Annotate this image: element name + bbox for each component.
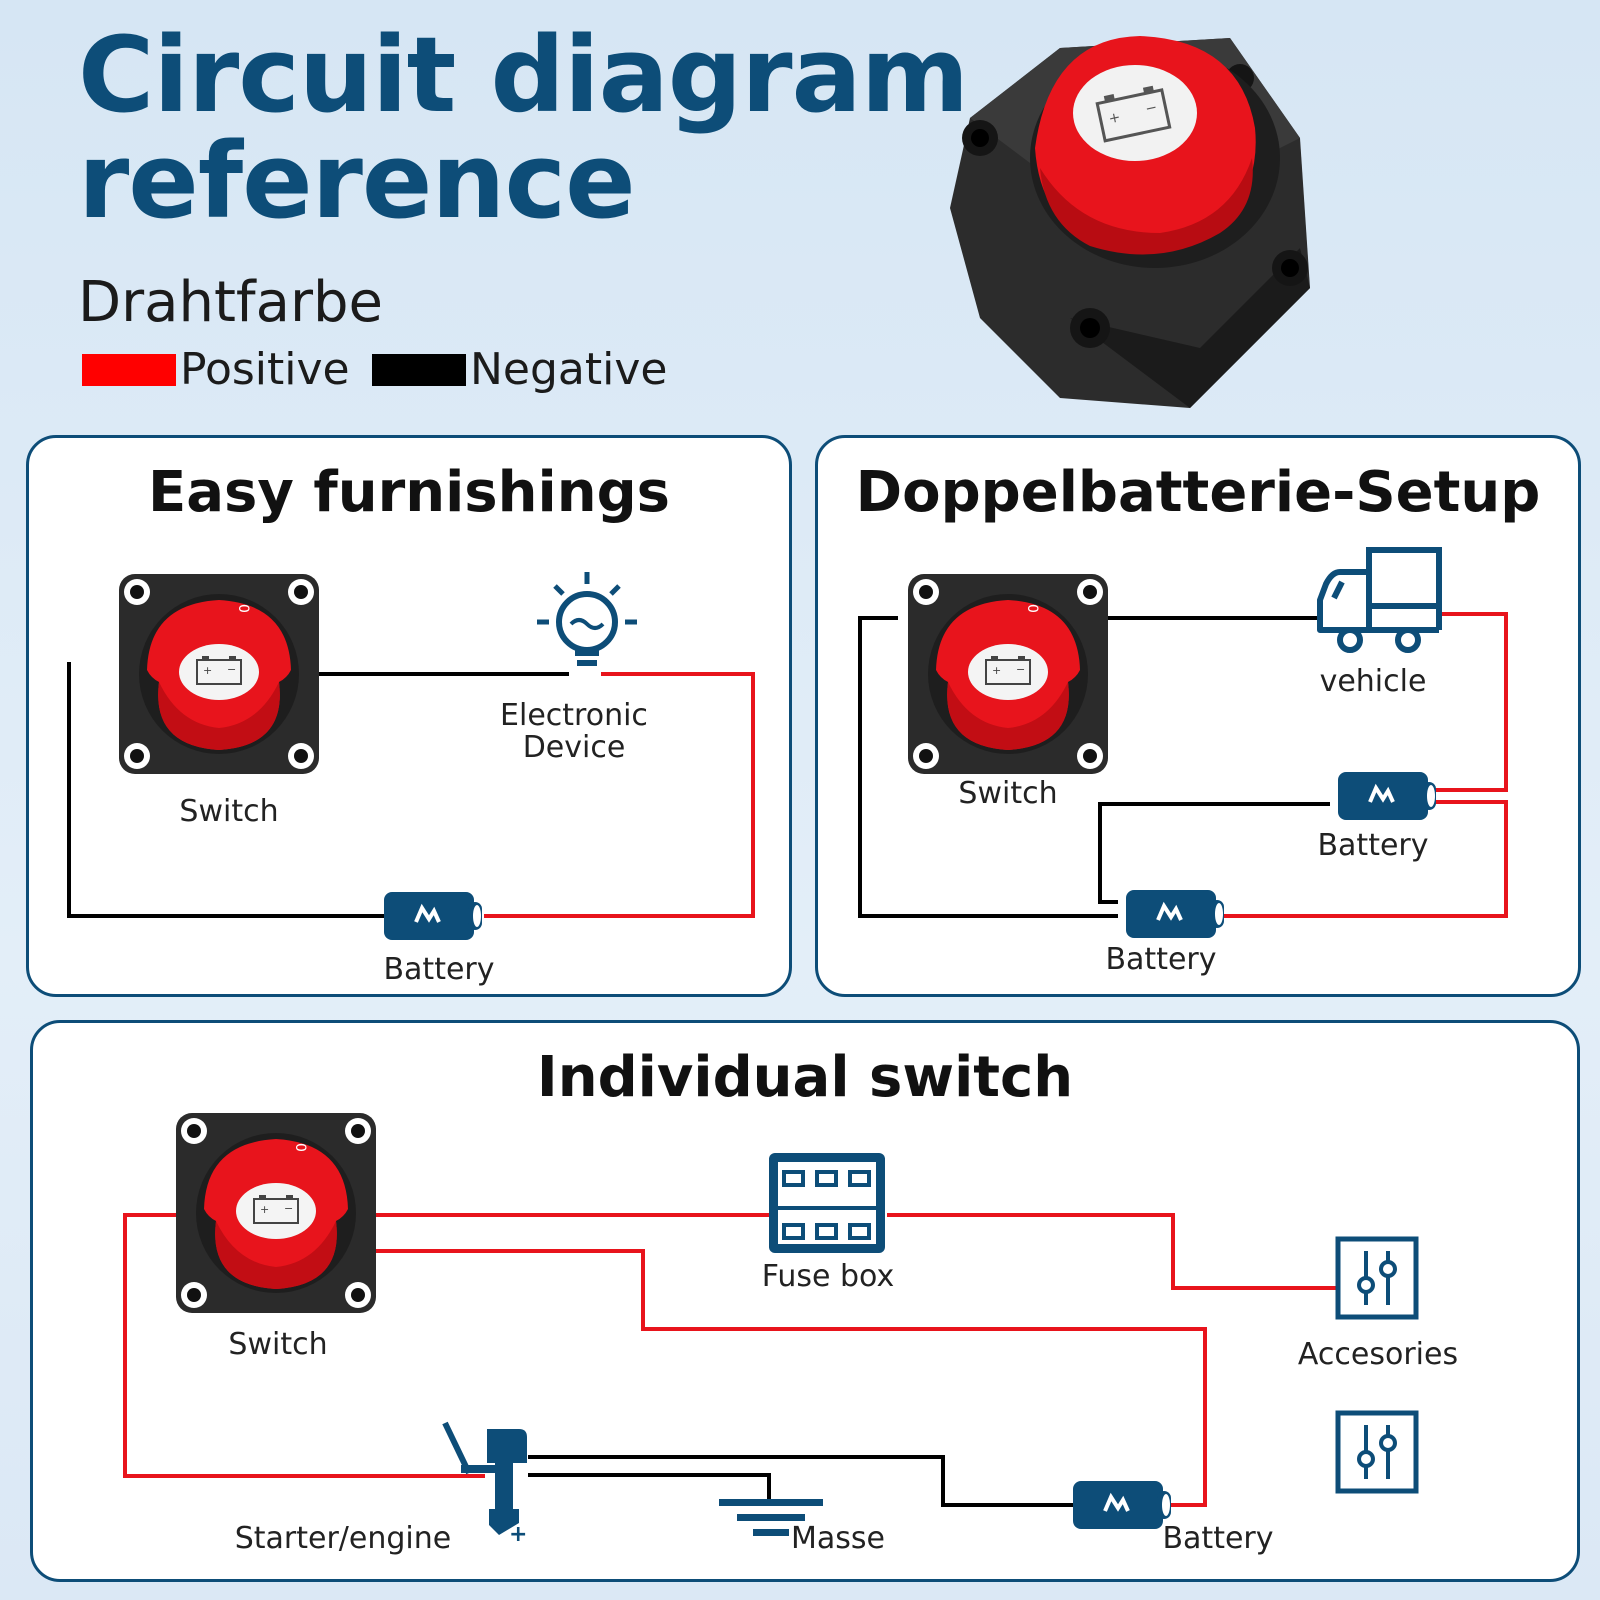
svg-text:−: − (1144, 99, 1159, 117)
battery-2-label: Battery (1105, 942, 1217, 977)
page-title: Circuit diagram reference (78, 22, 969, 234)
battery-icon (1071, 1479, 1173, 1531)
positive-wire (1423, 612, 1508, 792)
starter-engine-label: Starter/engine (234, 1521, 452, 1556)
svg-text:+: + (509, 1522, 527, 1547)
panel-title-individual: Individual switch (536, 1045, 1074, 1110)
positive-wire (123, 1213, 485, 1478)
negative-wire (528, 1473, 771, 1499)
battery-label: Battery (1162, 1521, 1274, 1556)
switch-label: Switch (958, 776, 1058, 811)
negative-wire (528, 1455, 1073, 1507)
device-label: Electronic Device (500, 698, 648, 765)
easy-circuit (67, 572, 755, 942)
battery-label: Battery (383, 952, 495, 987)
individual-circuit: + (123, 1112, 1580, 1547)
switch-label: Switch (179, 794, 279, 829)
battery-switch-product-image: + − (950, 36, 1310, 408)
outboard-motor-icon: + (442, 1421, 527, 1547)
accessories-label: Accesories (1297, 1337, 1459, 1372)
legend-positive-label: Positive (180, 344, 350, 395)
positive-wire (1218, 800, 1508, 918)
panel-title-easy: Easy furnishings (148, 460, 670, 525)
accessories-icon (1338, 1239, 1416, 1317)
negative-wire (1098, 802, 1330, 904)
battery-icon (1336, 770, 1438, 822)
positive-wire (373, 1249, 1207, 1507)
wire-color-heading: Drahtfarbe (78, 270, 383, 335)
panel-individual-switch: Individual switch + (30, 1020, 1580, 1582)
positive-wire (484, 672, 755, 918)
truck-icon (1317, 547, 1442, 653)
legend-negative-label: Negative (470, 344, 668, 395)
panel-dual-battery: Doppelbatterie-Setup Switch vehicle Batt… (815, 435, 1581, 997)
battery-switch-icon (175, 1112, 377, 1314)
positive-wire (887, 1213, 1338, 1290)
negative-swatch (372, 353, 466, 386)
legend-positive: Positive (82, 344, 350, 395)
panel-title-dual: Doppelbatterie-Setup (855, 460, 1541, 525)
panel-easy-furnishings: Easy furnishings Switch Electronic Devic… (26, 435, 792, 997)
battery-icon (382, 890, 484, 942)
title-line-1: Circuit diagram (78, 14, 969, 136)
dual-circuit (858, 547, 1508, 940)
negative-wire (67, 662, 384, 918)
battery-icon (1124, 888, 1226, 940)
accessories-icon (1338, 1413, 1416, 1491)
switch-label: Switch (228, 1327, 328, 1362)
fuse-box-icon (769, 1153, 885, 1253)
battery-1-label: Battery (1317, 828, 1429, 863)
legend-negative: Negative (372, 344, 667, 395)
negative-wire (858, 616, 1118, 918)
title-line-2: reference (78, 120, 636, 242)
positive-swatch (82, 353, 176, 386)
ground-label: Masse (791, 1521, 885, 1556)
battery-switch-icon (118, 573, 320, 775)
vehicle-label: vehicle (1319, 664, 1427, 699)
svg-text:+: + (1107, 109, 1122, 127)
battery-switch-icon (907, 573, 1109, 775)
lightbulb-icon (537, 572, 637, 666)
fuse-box-label: Fuse box (761, 1259, 895, 1294)
ground-icon (719, 1499, 823, 1536)
